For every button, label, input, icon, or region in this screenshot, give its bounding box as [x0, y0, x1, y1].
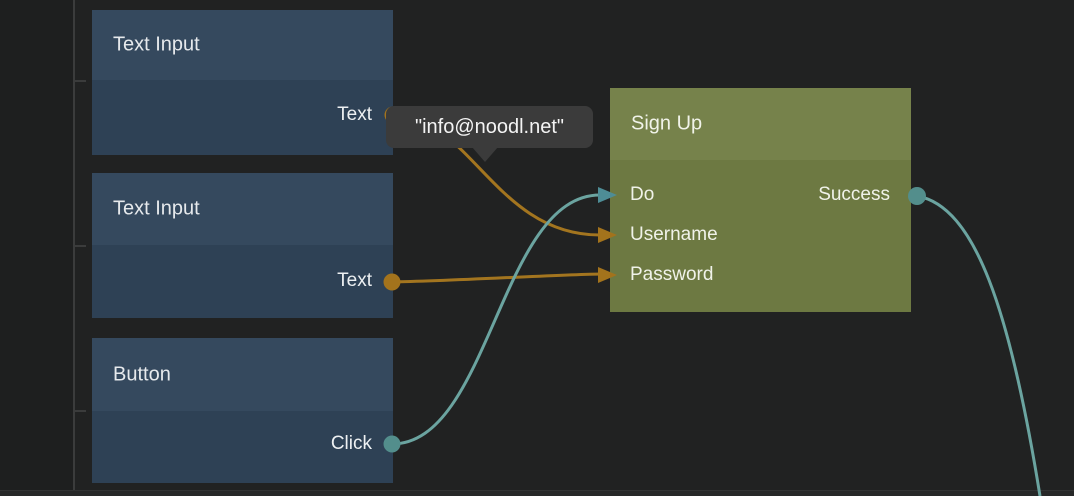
input-port-username[interactable]: Username [630, 224, 718, 245]
node-title: Text Input [113, 197, 200, 220]
guide-line [73, 0, 75, 496]
node-title: Text Input [113, 33, 200, 56]
node-header: Button [92, 338, 393, 411]
left-panel-background [0, 0, 73, 496]
node-header: Sign Up [610, 88, 911, 160]
node-title: Sign Up [631, 112, 703, 135]
wire-click-to-do[interactable] [391, 193, 601, 446]
node-title: Button [113, 363, 171, 385]
output-port-success[interactable]: Success [818, 184, 890, 205]
node-button[interactable]: Button Click [92, 338, 393, 483]
node-body: Text [92, 245, 393, 318]
wire-success-out[interactable] [916, 194, 1042, 496]
node-text-input-2[interactable]: Text Input Text [92, 173, 393, 318]
guide-tick [75, 410, 86, 412]
bottom-panel-edge [0, 490, 1074, 496]
input-port-password[interactable]: Password [630, 264, 714, 285]
wire-text2-to-password[interactable] [391, 272, 601, 284]
node-text-input-1[interactable]: Text Input Text [92, 10, 393, 155]
value-tooltip: "info@noodl.net" [386, 106, 593, 148]
node-sign-up[interactable]: Sign Up Do Username Password Success [610, 88, 911, 312]
value-tooltip-text: "info@noodl.net" [414, 115, 565, 138]
output-port-text[interactable]: Text [337, 270, 372, 291]
guide-tick [75, 80, 86, 82]
node-body: Do Username Password Success [610, 160, 911, 312]
output-port-text[interactable]: Text [337, 104, 372, 125]
input-port-do[interactable]: Do [630, 184, 655, 205]
node-body: Text [92, 80, 393, 155]
node-header: Text Input [92, 173, 393, 245]
guide-tick [75, 245, 86, 247]
value-tooltip-pointer [472, 147, 498, 162]
node-header: Text Input [92, 10, 393, 80]
output-port-click[interactable]: Click [330, 433, 372, 454]
node-body: Click [92, 411, 393, 483]
